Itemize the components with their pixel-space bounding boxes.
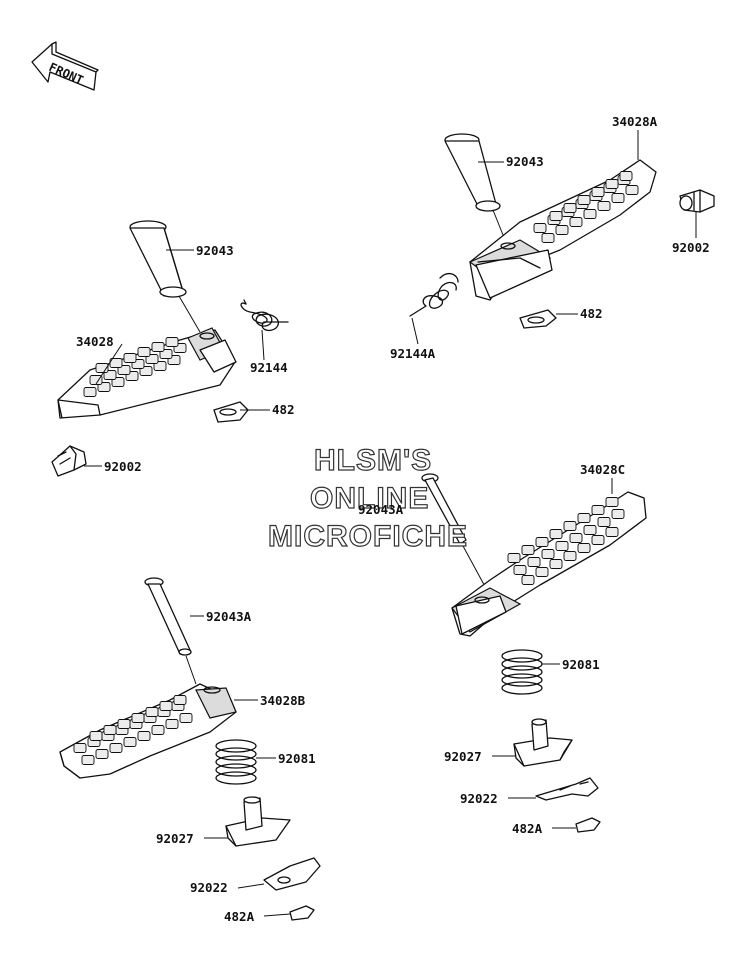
label-92144A: 92144A — [390, 346, 436, 361]
label-92043A-left: 92043A — [206, 609, 252, 624]
footpeg-34028C — [421, 473, 647, 833]
footpeg-34028A — [409, 133, 715, 329]
spring-92081-left — [215, 739, 257, 785]
label-482A-right: 482A — [512, 821, 543, 836]
label-92081-left: 92081 — [278, 751, 316, 766]
label-482A-left: 482A — [224, 909, 255, 924]
pin-92043A-left — [144, 577, 197, 685]
plate-92022-left — [263, 857, 321, 891]
label-92022-left: 92022 — [190, 880, 228, 895]
leader-lines — [84, 130, 697, 917]
watermark: HLSM'S ONLINE MICROFICHE — [267, 443, 468, 553]
bracket-92027-right — [513, 718, 573, 767]
label-482-left: 482 — [272, 402, 295, 417]
footpeg-34028 — [51, 220, 289, 477]
pin-92043A-mid — [421, 473, 489, 593]
spring-92144A — [409, 272, 459, 317]
watermark-line-2: ONLINE — [310, 482, 429, 515]
label-92022-right: 92022 — [460, 791, 498, 806]
label-92027-left: 92027 — [156, 831, 194, 846]
label-34028A: 34028A — [612, 114, 658, 129]
label-34028: 34028 — [76, 334, 114, 349]
label-92027-right: 92027 — [444, 749, 482, 764]
rubber-92002-left — [51, 445, 87, 477]
footpeg-34028B — [59, 577, 321, 921]
part-labels: 92043 34028 92144 482 92002 92043 34028A… — [76, 114, 710, 924]
clip-482-right — [519, 309, 557, 329]
plate-92022-right — [535, 777, 599, 801]
clip-482A-left — [289, 905, 315, 921]
watermark-line-1: HLSM'S — [314, 444, 432, 477]
label-92043-left: 92043 — [196, 243, 234, 258]
front-arrow-icon: FRONT — [31, 41, 99, 91]
clip-482-left — [213, 401, 249, 423]
label-92002-right: 92002 — [672, 240, 710, 255]
bracket-92027-left — [225, 796, 291, 847]
rubber-92002-right — [679, 189, 715, 213]
spring-92144 — [240, 299, 289, 332]
label-92043-right: 92043 — [506, 154, 544, 169]
label-34028B: 34028B — [260, 693, 306, 708]
label-482-right: 482 — [580, 306, 603, 321]
label-92043A-mid: 92043A — [358, 502, 404, 517]
pin-92043-left — [129, 220, 201, 333]
label-34028C: 34028C — [580, 462, 625, 477]
label-92081-right: 92081 — [562, 657, 600, 672]
watermark-line-3: MICROFICHE — [268, 520, 468, 553]
pin-92043-right — [444, 133, 506, 241]
spring-92081-right — [501, 649, 543, 695]
label-92144: 92144 — [250, 360, 288, 375]
label-92002-left: 92002 — [104, 459, 142, 474]
clip-482A-right — [575, 817, 601, 833]
